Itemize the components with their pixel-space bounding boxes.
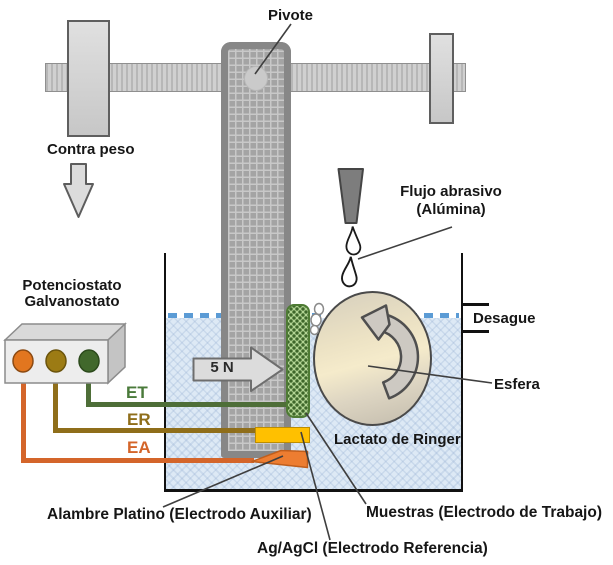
force-label: 5 N	[210, 359, 234, 376]
reference-electrode-label: Ag/AgCl (Electrodo Referencia)	[257, 540, 488, 557]
reference-wire-horizontal	[53, 428, 257, 433]
down-arrow-icon	[63, 163, 94, 218]
bubbles-icon	[309, 302, 325, 336]
abrasive-flow-label-line1: Flujo abrasivo	[400, 183, 502, 200]
counterweight-label: Contra peso	[47, 141, 135, 158]
abrasive-flow-label: Flujo abrasivo (Alúmina)	[393, 183, 509, 219]
loading-arm-column-front	[221, 42, 291, 458]
potentiostat-label-line1: Potenciostato	[22, 277, 122, 294]
working-electrode-label: Muestras (Electrodo de Trabajo)	[366, 504, 602, 521]
solution-label: Lactato de Ringer	[334, 431, 461, 448]
agagcl-reference-electrode	[255, 427, 310, 443]
drain-tick-lower	[462, 330, 489, 333]
working-wire-vertical	[86, 372, 91, 407]
drain-tick-upper	[462, 303, 489, 306]
auxiliary-wire-vertical	[21, 372, 26, 463]
droplet-icon	[341, 256, 358, 288]
reference-wire-label: ER	[127, 410, 151, 429]
working-wire-label: ET	[126, 383, 148, 402]
auxiliary-wire-horizontal	[21, 458, 254, 463]
potentiostat-label-line2: Galvanostato	[24, 292, 120, 310]
pivot-circle-front	[244, 66, 268, 91]
working-wire-horizontal	[86, 402, 288, 407]
sample-working-electrode-strip	[286, 304, 310, 418]
auxiliary-electrode-label: Alambre Platino (Electrodo Auxiliar)	[47, 506, 312, 523]
counterweight-block	[67, 20, 110, 137]
auxiliary-wire-label: EA	[127, 438, 151, 457]
potentiostat-label: Potenciostato Galvanostato	[8, 278, 136, 309]
potentiostat-box	[3, 322, 127, 385]
right-weight-block	[429, 33, 454, 124]
abrasive-nozzle-icon	[337, 168, 364, 224]
auxiliary-connector	[12, 349, 34, 373]
reference-wire-vertical	[53, 372, 58, 433]
sphere-label: Esfera	[494, 376, 540, 393]
pivot-label: Pivote	[268, 7, 314, 24]
working-connector	[78, 349, 100, 373]
force-arrow-icon	[192, 346, 284, 392]
drain-label: Desague	[473, 310, 536, 327]
abrasive-flow-label-line2: (Alúmina)	[416, 201, 486, 218]
reference-connector	[45, 349, 67, 373]
droplet-icon	[345, 226, 362, 256]
